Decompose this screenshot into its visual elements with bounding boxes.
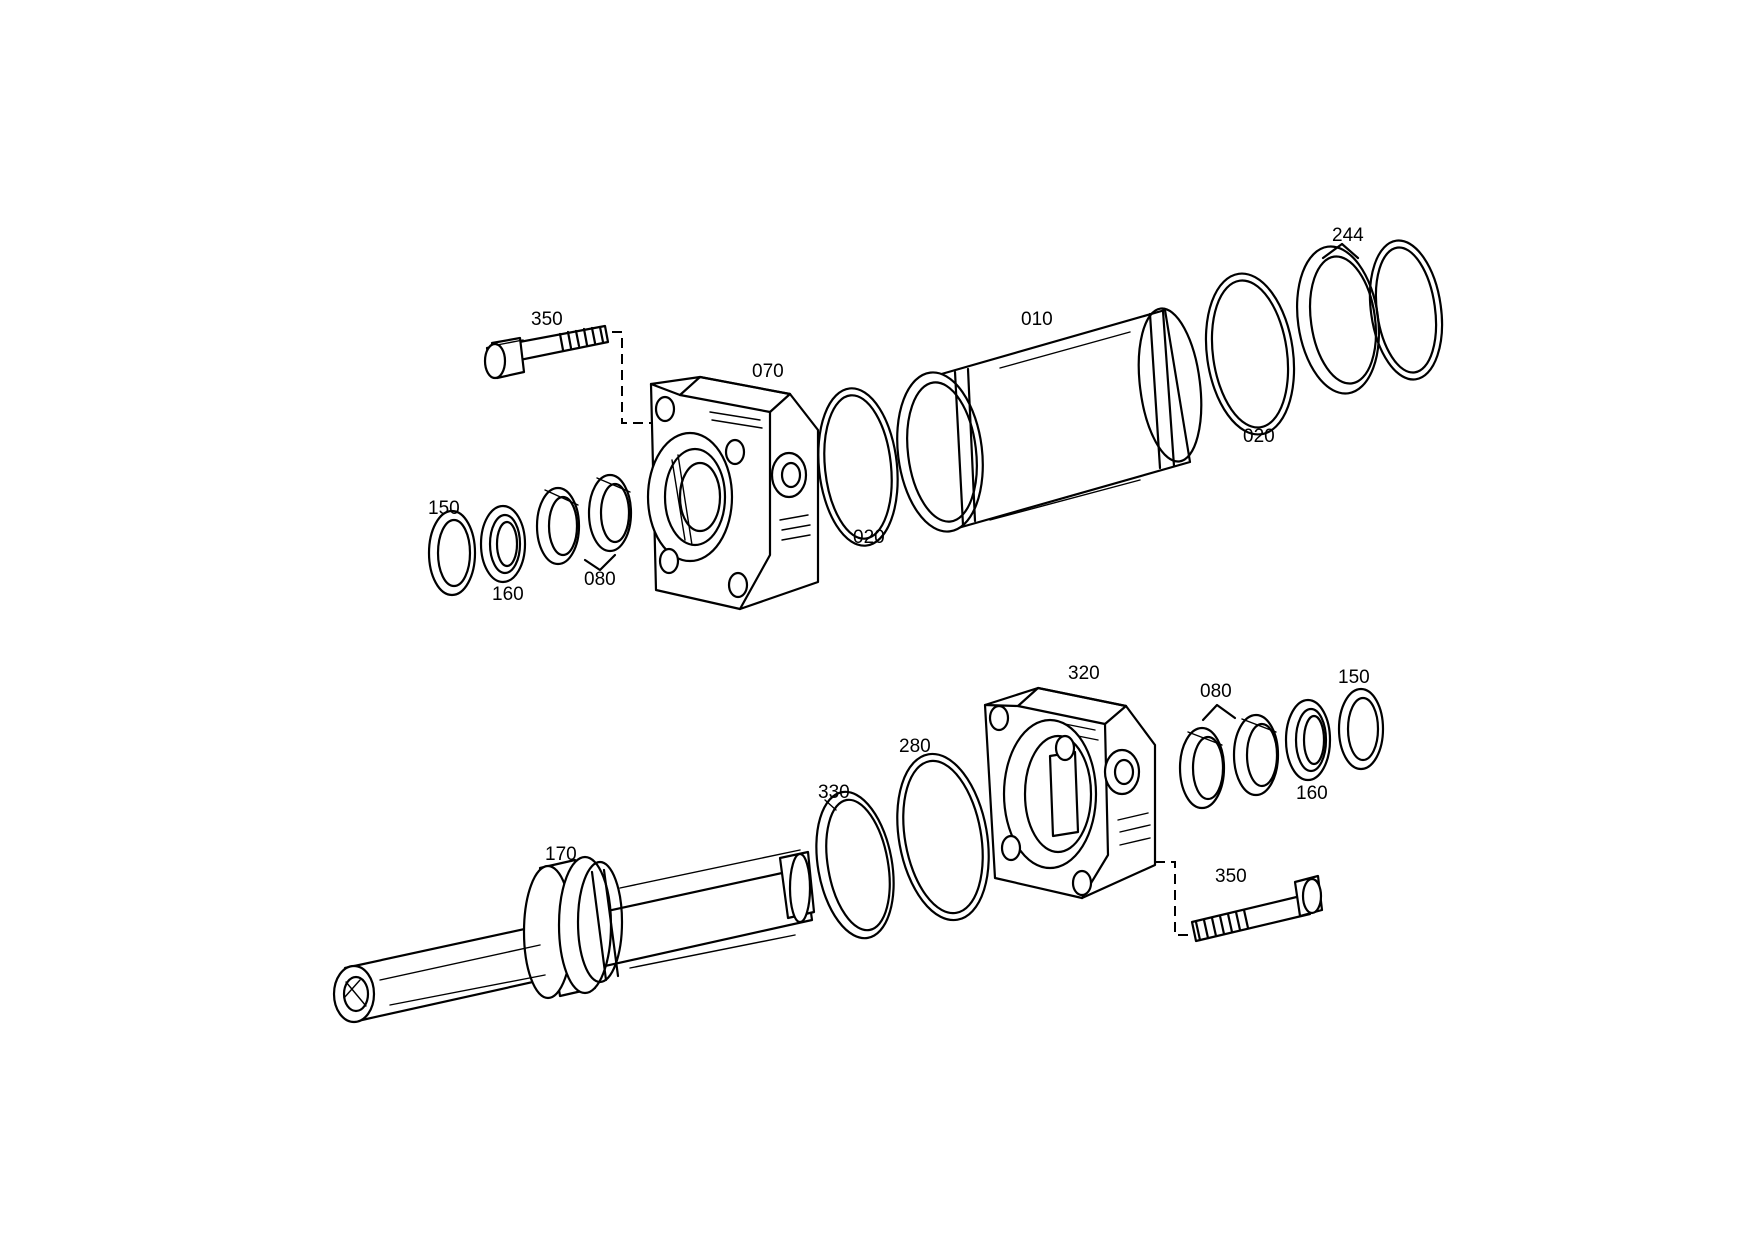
- label-330: 330: [818, 782, 850, 803]
- leader-244: [1321, 242, 1360, 260]
- leader-080-bottom: [1201, 703, 1237, 722]
- label-150-top: 150: [428, 498, 460, 519]
- ring-150-top: [427, 509, 477, 597]
- label-350-bottom: 350: [1215, 866, 1247, 887]
- tube-010: [896, 307, 1203, 533]
- piston-rod-170: [332, 849, 816, 1024]
- ring-160-top: [479, 504, 527, 584]
- bolt-leader-bottom: [1155, 861, 1190, 936]
- label-244: 244: [1332, 225, 1364, 246]
- label-020-left: 020: [853, 527, 885, 548]
- ring-150-bottom: [1337, 687, 1385, 771]
- flange-070: [646, 375, 820, 611]
- rings-080-top: [535, 473, 633, 566]
- oring-020-right: [1204, 272, 1296, 436]
- seal-rings-244: [1295, 239, 1444, 395]
- rings-080-bottom: [1178, 713, 1280, 810]
- oring-280: [896, 752, 990, 922]
- leader-080-top: [583, 553, 617, 572]
- label-150-bottom: 150: [1338, 667, 1370, 688]
- label-020-right: 020: [1243, 426, 1275, 447]
- ring-330: [815, 790, 895, 940]
- ring-160-bottom: [1284, 698, 1332, 782]
- label-350-top: 350: [531, 309, 563, 330]
- flange-320: [983, 686, 1157, 900]
- oring-020-left: [817, 387, 899, 547]
- label-160-top: 160: [492, 584, 524, 605]
- label-080-top: 080: [584, 569, 616, 590]
- label-070: 070: [752, 361, 784, 382]
- label-160-bottom: 160: [1296, 783, 1328, 804]
- label-010: 010: [1021, 309, 1053, 330]
- label-280: 280: [899, 736, 931, 757]
- label-080-bottom: 080: [1200, 681, 1232, 702]
- bolt-350-bottom: [1190, 874, 1324, 943]
- label-320: 320: [1068, 663, 1100, 684]
- label-170: 170: [545, 844, 577, 865]
- bolt-350-top: [483, 324, 610, 380]
- bolt-leader-top: [612, 331, 660, 424]
